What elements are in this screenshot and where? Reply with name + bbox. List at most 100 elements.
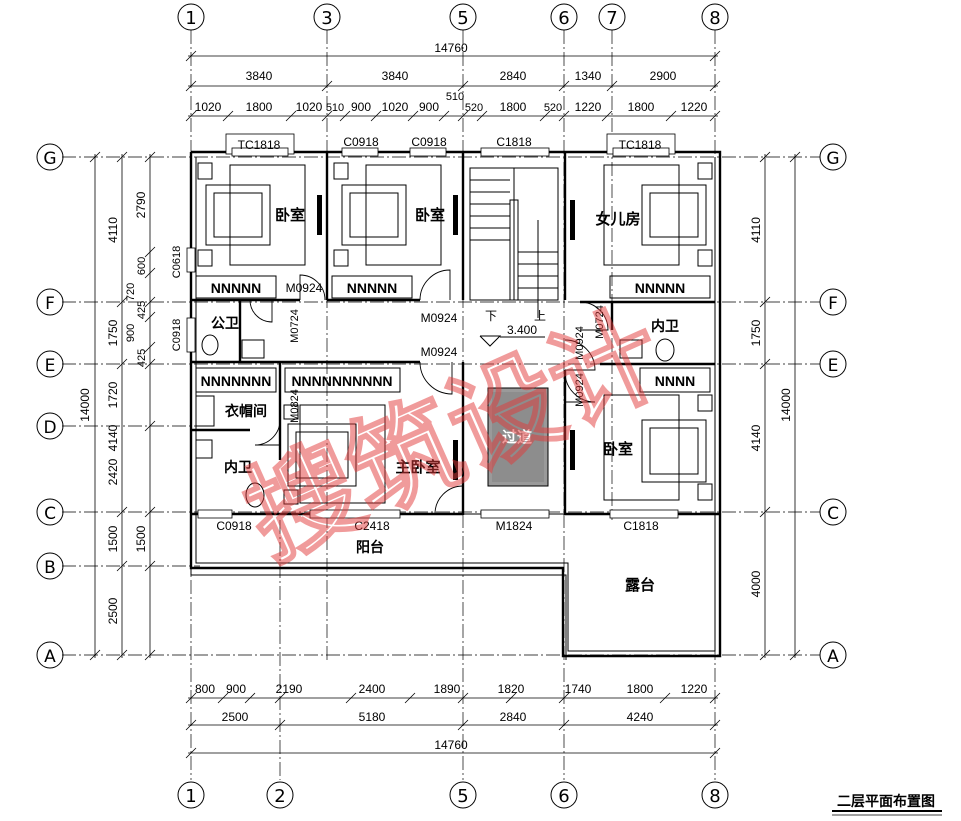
- svg-text:NNNNN: NNNNN: [211, 280, 262, 296]
- axis-label-right: A: [827, 647, 839, 667]
- right-dimensions: 4110 1750 4140 4000 14000: [749, 151, 801, 661]
- axis-label-bottom: 8: [709, 786, 720, 807]
- room-daughter: 女儿房: [595, 210, 640, 228]
- window-label: C0918: [216, 519, 252, 533]
- axis-label-left: C: [44, 504, 56, 524]
- window-label: C2418: [354, 519, 390, 533]
- axis-label-left: E: [45, 356, 56, 376]
- door-label: M0924: [574, 373, 586, 407]
- dim-right-inner: 1750: [749, 319, 763, 346]
- dim-top-l3: 1800: [246, 100, 273, 114]
- dim-left-inner: 425: [136, 349, 148, 367]
- stair-up-label: 上: [534, 309, 546, 323]
- axis-label-bottom: 1: [185, 786, 196, 807]
- window-label: TC1818: [619, 138, 662, 152]
- dim-left-inner: 2420: [106, 458, 120, 485]
- axis-label-left: F: [45, 294, 55, 314]
- left-dimensions: 14000 4110 1750 4140 1500 2790 600 720 4…: [78, 151, 156, 661]
- dim-top-l3: 1220: [681, 100, 708, 114]
- toilet-icon: [655, 338, 675, 362]
- axis-label-right: E: [828, 356, 839, 376]
- window-label: C1818: [496, 135, 532, 149]
- window-label: C0918: [171, 319, 183, 351]
- axis-bubbles-right: G F E C A: [819, 143, 847, 669]
- dim-top-l3: 1020: [382, 100, 409, 114]
- axis-label-left: A: [44, 647, 56, 667]
- doors: M0924 M0724 M0924 M0924 M0724 M0924 M092…: [249, 269, 609, 515]
- dim-right-inner: 4110: [749, 217, 763, 243]
- dim-top-l2: 1340: [575, 69, 602, 83]
- axis-label-top: 6: [558, 8, 569, 29]
- sink-icon: [241, 339, 265, 359]
- dim-top-l3: 1020: [195, 100, 222, 114]
- dim-right-total: 14000: [779, 388, 793, 422]
- room-inner-wc-right: 内卫: [651, 318, 679, 335]
- corridor-void: [487, 387, 549, 487]
- window-label: TC1818: [238, 138, 281, 152]
- dim-top-l3: 1800: [628, 100, 655, 114]
- dim-left-inner: 1720: [106, 381, 120, 408]
- dim-top-l2: 3840: [382, 69, 409, 83]
- svg-text:NNNNN: NNNNN: [635, 280, 686, 296]
- dim-bottom-l2: 2500: [222, 710, 249, 724]
- balcony-outline: [190, 520, 567, 660]
- svg-text:NNNNN: NNNNN: [347, 280, 398, 296]
- room-master-bedroom: 主卧室: [395, 458, 440, 476]
- room-bedroom-2: 卧室: [415, 206, 445, 224]
- dim-left-inner: 425: [136, 301, 148, 319]
- dim-top-l3: 520: [544, 102, 562, 114]
- closet-doors: [317, 195, 575, 480]
- dim-left-outer: 1500: [106, 525, 120, 552]
- room-inner-wc-left: 内卫: [224, 459, 252, 476]
- sanitary-fixtures: [195, 334, 675, 508]
- dim-bottom-l1: 1740: [565, 682, 592, 696]
- window-label: C1818: [623, 519, 659, 533]
- sink-icon: [619, 339, 643, 359]
- axis-bubbles-bottom: 1 2 5 6 8: [177, 781, 729, 809]
- dim-top-l3: 900: [419, 100, 439, 114]
- axis-label-right: F: [828, 294, 838, 314]
- dim-right-inner: 4140: [749, 424, 763, 451]
- dim-bottom-l2: 5180: [359, 710, 386, 724]
- staircase: 下 上 3.400: [469, 167, 559, 347]
- dim-left-inner: 900: [125, 324, 137, 342]
- axis-label-bottom: 5: [457, 786, 468, 807]
- dim-bottom-l1: 800: [195, 682, 215, 696]
- dim-top-l3: 510: [446, 91, 464, 103]
- dim-bottom-l1: 900: [226, 682, 246, 696]
- door-label: M0924: [421, 345, 458, 359]
- axis-label-bottom: 6: [558, 786, 569, 807]
- svg-text:NNNNNNNNNN: NNNNNNNNNN: [291, 373, 392, 389]
- window-label: C0918: [411, 135, 447, 149]
- room-cloakroom: 衣帽间: [225, 403, 267, 420]
- dim-left-outer: 4140: [106, 424, 120, 451]
- bed-icon: [283, 404, 386, 505]
- dim-left-outer: 4110: [106, 217, 120, 243]
- room-corridor: 过道: [502, 428, 532, 446]
- bed-icon: [603, 394, 713, 501]
- axis-label-left: B: [44, 558, 56, 578]
- axis-label-top: 3: [321, 8, 332, 29]
- dim-top-l3: 1220: [575, 100, 602, 114]
- svg-text:NNNNNNN: NNNNNNN: [201, 373, 272, 389]
- room-labels: 卧室 卧室 女儿房 公卫 内卫 衣帽间 内卫 主卧室 过道 卧室 阳台 露台: [211, 206, 679, 594]
- bed-icon: [333, 162, 442, 267]
- room-bedroom-3: 卧室: [603, 440, 633, 458]
- axis-label-left: G: [43, 149, 56, 169]
- dim-bottom-l2: 2840: [500, 710, 527, 724]
- axis-label-left: D: [43, 418, 56, 438]
- dim-left-inner: 2790: [134, 191, 148, 218]
- room-bedroom-1: 卧室: [275, 206, 305, 224]
- room-terrace: 露台: [625, 576, 655, 594]
- axis-bubbles-left: G F E D C B A: [36, 143, 64, 669]
- furniture-wardrobes: NNNNN NNNNN NNNNN NNNNNNN NNNNNNNNNN NNN…: [195, 275, 711, 427]
- dim-top-l3: 510: [326, 102, 344, 114]
- dim-top-l2: 3840: [246, 69, 273, 83]
- bed-icon: [603, 162, 713, 267]
- dim-bottom-l1: 1800: [627, 682, 654, 696]
- dim-left-outer: 1750: [106, 319, 120, 346]
- dim-bottom-l1: 1890: [434, 682, 461, 696]
- elevation-label: 3.400: [507, 323, 537, 337]
- axis-label-right: C: [827, 504, 839, 524]
